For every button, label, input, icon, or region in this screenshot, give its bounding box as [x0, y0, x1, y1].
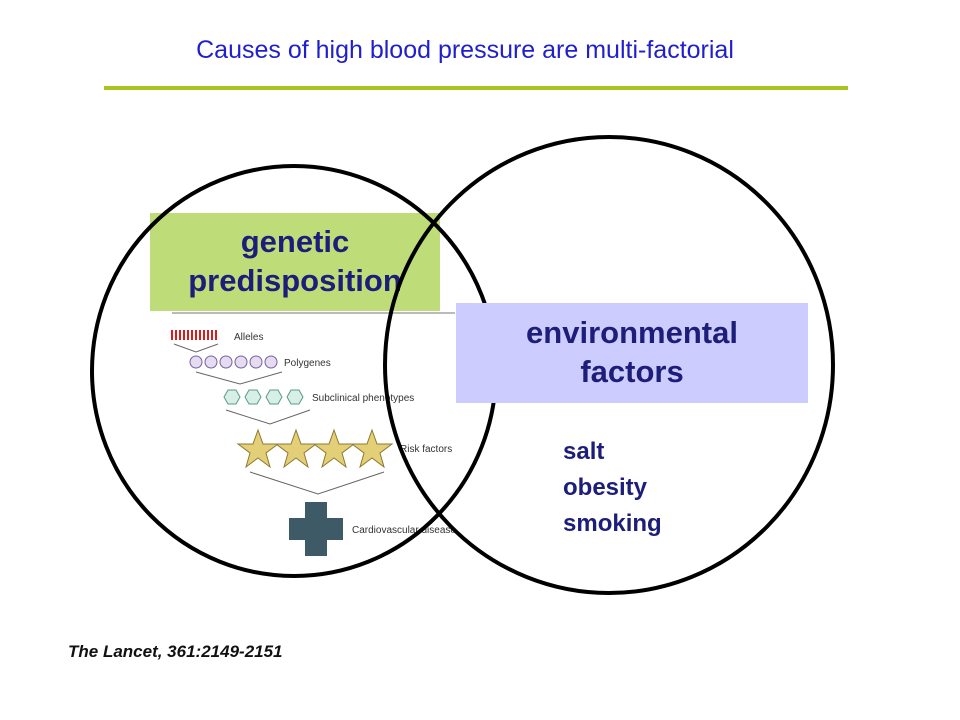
star-row-icon: [236, 428, 394, 469]
connector-4: [249, 471, 385, 495]
environmental-factors-box: environmental factors: [456, 303, 808, 403]
genetic-cascade-figure: Alleles Polygenes Subclinical phenotypes…: [171, 312, 456, 556]
subclinical-label: Subclinical phenotypes: [312, 393, 414, 404]
risk-factors-label: Risk factors: [400, 444, 452, 455]
allele-bars-icon: [171, 330, 217, 340]
alleles-label: Alleles: [234, 332, 263, 343]
environmental-factor-list: salt obesity smoking: [563, 434, 662, 542]
genetic-label-line2: predisposition: [188, 263, 402, 298]
slide-title: Causes of high blood pressure are multi-…: [196, 36, 734, 64]
circle-row-icon: [189, 355, 278, 369]
environmental-circle: [383, 135, 835, 595]
connector-1: [173, 343, 219, 353]
connector-3: [225, 409, 311, 425]
connector-2: [195, 371, 283, 385]
cross-icon: [289, 502, 343, 556]
genetic-predisposition-box: genetic predisposition: [150, 213, 440, 311]
genetic-circle: [90, 164, 498, 578]
cardiovascular-label: Cardiovascular disease: [352, 525, 456, 536]
polygenes-label: Polygenes: [284, 358, 331, 369]
hexagon-row-icon: [223, 389, 304, 405]
factor-smoking: smoking: [563, 510, 662, 537]
environment-label-line2: factors: [580, 354, 684, 389]
title-underline: [104, 86, 848, 90]
factor-obesity: obesity: [563, 474, 648, 501]
genetic-label-line1: genetic: [240, 224, 350, 260]
environment-label-line1: environmental: [526, 315, 738, 351]
factor-salt: salt: [563, 438, 605, 465]
citation: The Lancet, 361:2149-2151: [68, 642, 283, 661]
